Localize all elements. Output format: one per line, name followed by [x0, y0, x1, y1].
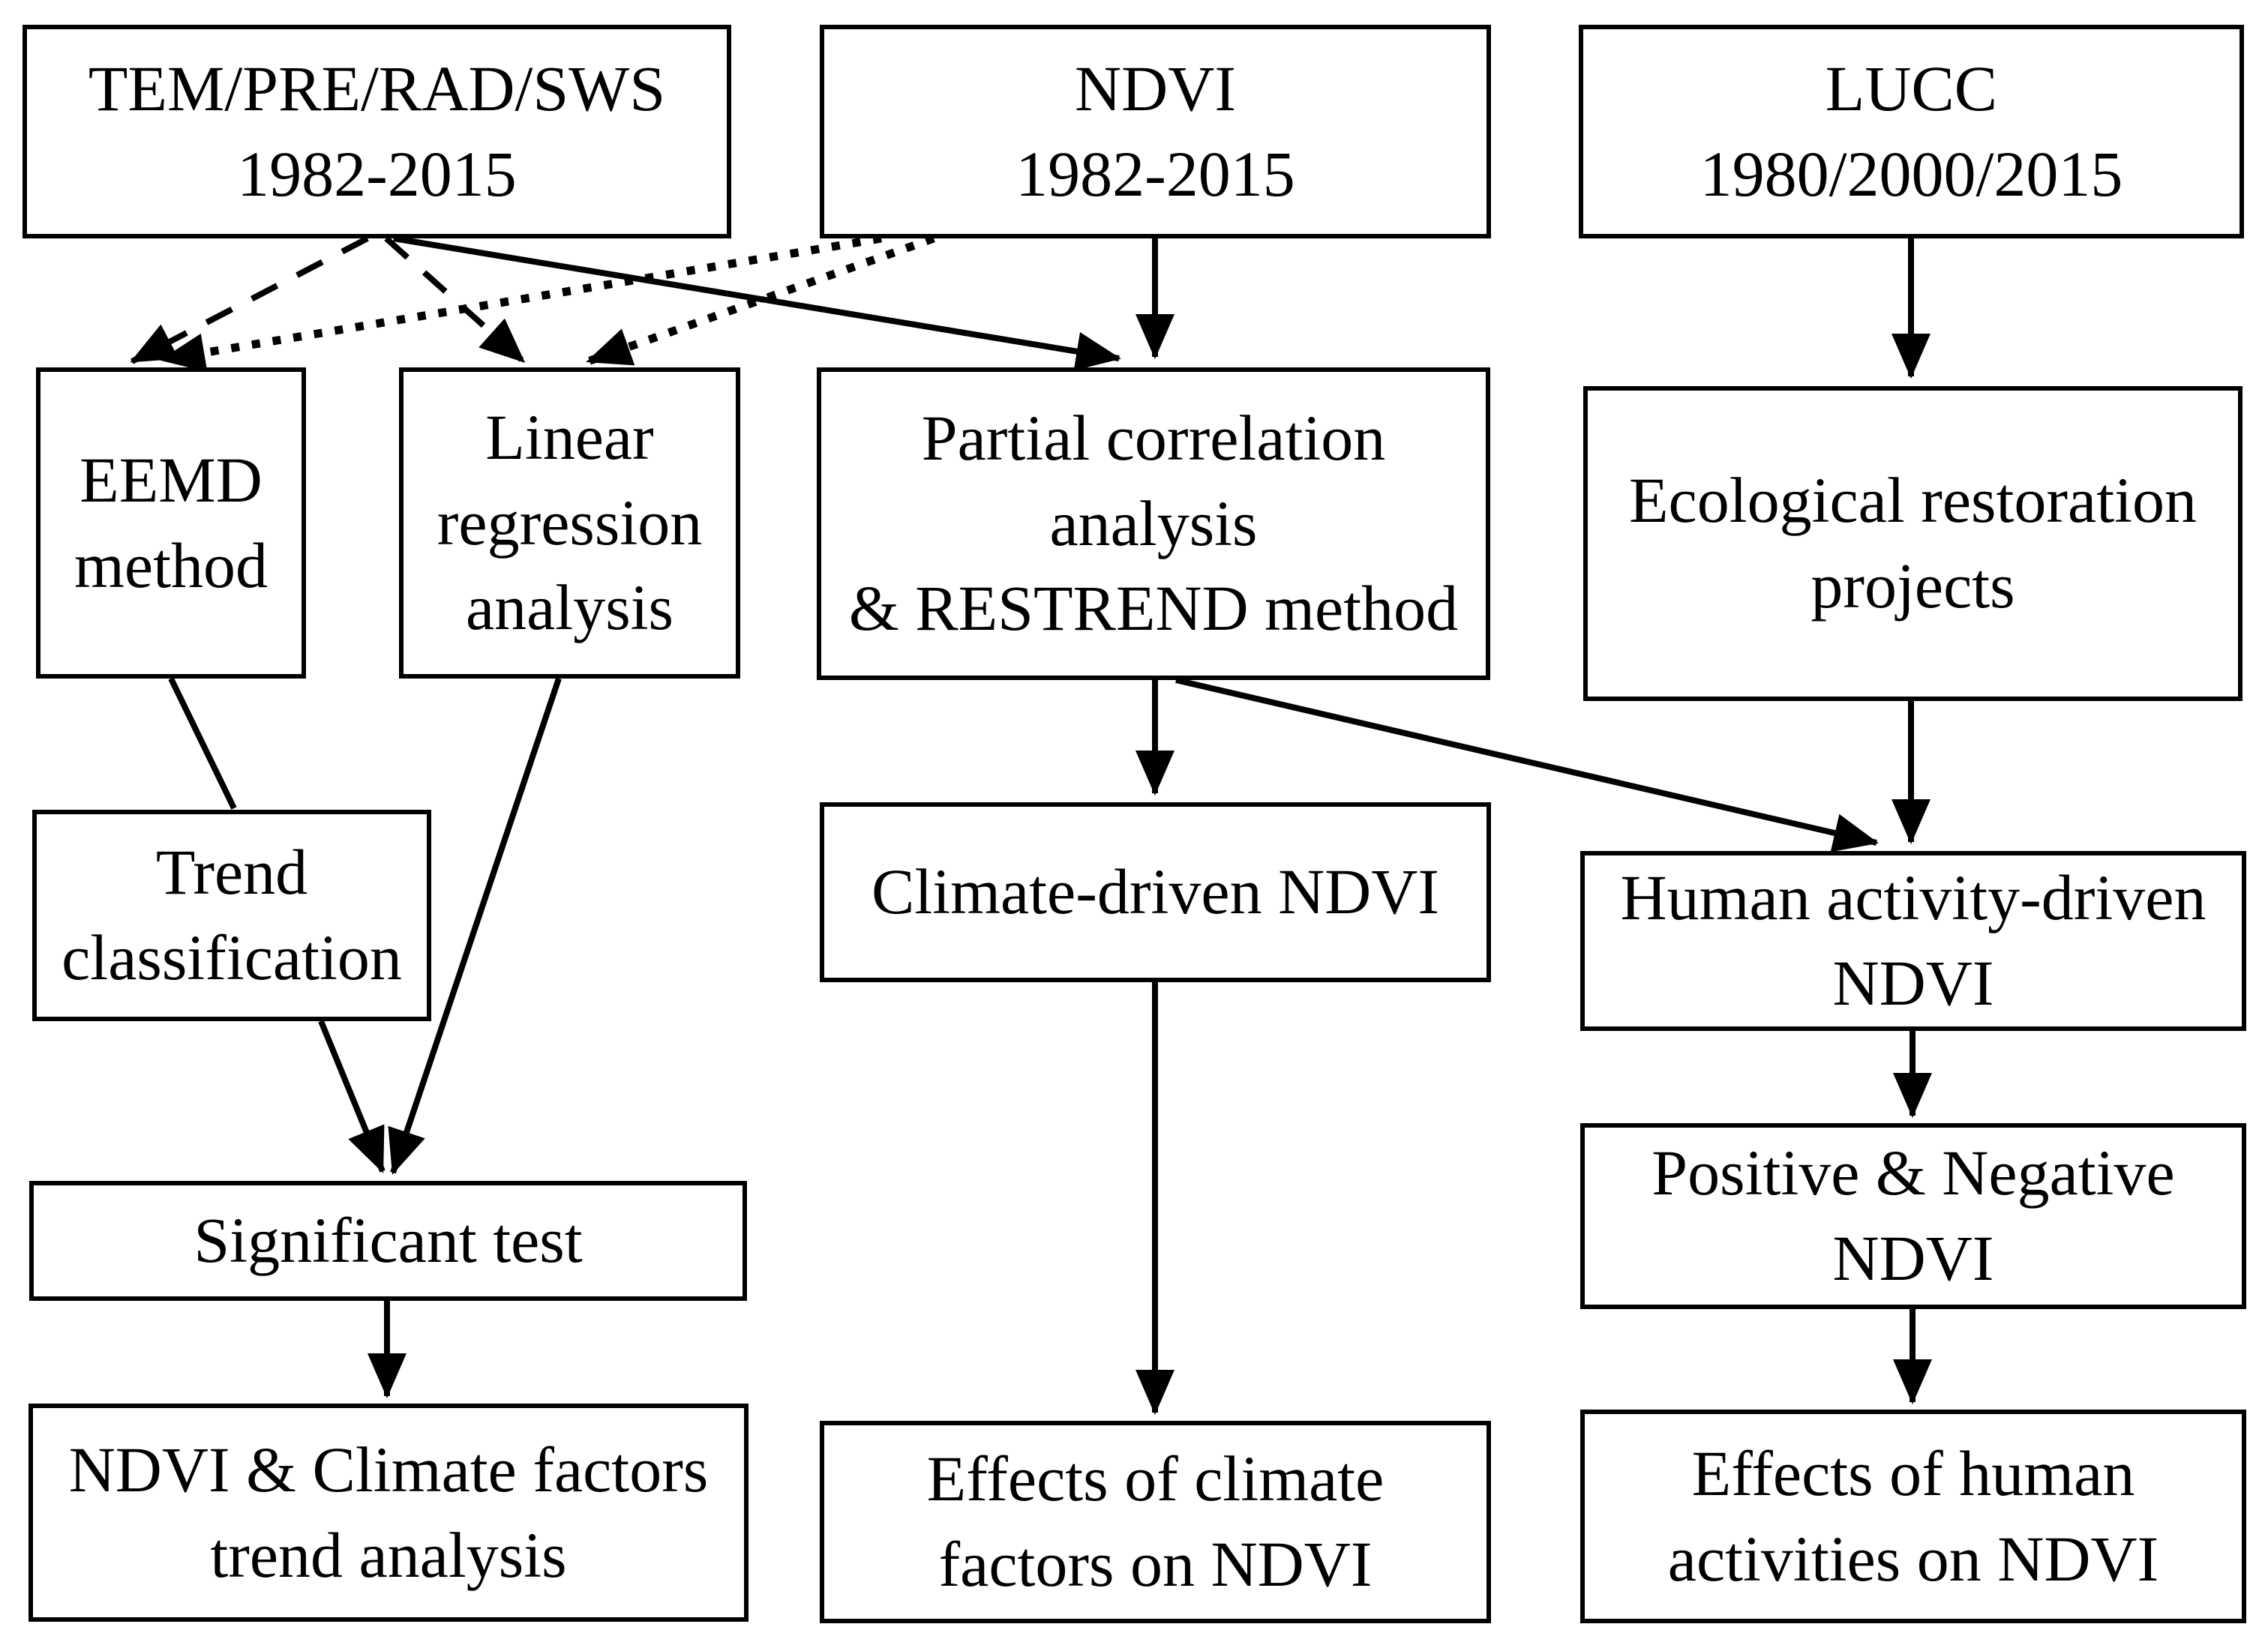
- edge-partial-to-human: [1175, 677, 1879, 852]
- node-label: Positive & Negative NDVI: [1652, 1137, 2175, 1294]
- node-label: EEMD method: [74, 443, 268, 601]
- node-label: TEM/PRE/RAD/SWS 1982-2015: [88, 52, 666, 210]
- edge-tem-to-partial: [393, 235, 1121, 371]
- node-label: Ecological restoration projects: [1629, 464, 2197, 622]
- node-label: Trend classification: [62, 836, 402, 993]
- node-label: Climate-driven NDVI: [871, 855, 1440, 928]
- node-partial-correlation-restrend: Partial correlation analysis & RESTREND …: [817, 367, 1490, 680]
- node-human-activity-driven-ndvi: Human activity-driven NDVI: [1580, 851, 2246, 1031]
- node-ndvi-1982-2015: NDVI 1982-2015: [820, 25, 1491, 238]
- node-lucc: LUCC 1980/2000/2015: [1579, 25, 2244, 238]
- node-significant-test: Significant test: [29, 1181, 747, 1301]
- node-label: Partial correlation analysis & RESTREND …: [848, 402, 1459, 645]
- node-effects-human-on-ndvi: Effects of human activities on NDVI: [1580, 1410, 2246, 1623]
- node-label: Effects of human activities on NDVI: [1667, 1437, 2159, 1595]
- node-ecological-restoration-projects: Ecological restoration projects: [1583, 386, 2242, 701]
- node-climate-driven-ndvi: Climate-driven NDVI: [820, 802, 1491, 982]
- edge-eemd-to-trend: [168, 677, 237, 810]
- node-effects-climate-on-ndvi: Effects of climate factors on NDVI: [820, 1421, 1491, 1623]
- edge-tem-to-linreg: [384, 236, 526, 364]
- node-linear-regression-analysis: Linear regression analysis: [399, 367, 740, 679]
- node-label: LUCC 1980/2000/2015: [1700, 52, 2123, 210]
- edge-ndvi-to-eemd: [160, 234, 882, 373]
- node-label: NDVI & Climate factors trend analysis: [68, 1433, 709, 1591]
- node-label: NDVI 1982-2015: [1016, 52, 1295, 210]
- node-eemd-method: EEMD method: [36, 367, 306, 679]
- node-tem-pre-rad-sws: TEM/PRE/RAD/SWS 1982-2015: [22, 25, 731, 238]
- edge-trend-to-sig: [318, 1020, 386, 1173]
- node-label: Linear regression analysis: [436, 401, 703, 644]
- edge-linreg-to-sig: [388, 677, 562, 1175]
- node-ndvi-climate-trend-analysis: NDVI & Climate factors trend analysis: [28, 1404, 748, 1622]
- node-label: Significant test: [194, 1204, 583, 1277]
- edge-tem-to-eemd: [130, 235, 369, 364]
- node-trend-classification: Trend classification: [32, 810, 431, 1021]
- node-positive-negative-ndvi: Positive & Negative NDVI: [1580, 1123, 2246, 1309]
- node-label: Human activity-driven NDVI: [1620, 861, 2206, 1019]
- node-label: Effects of climate factors on NDVI: [926, 1443, 1384, 1600]
